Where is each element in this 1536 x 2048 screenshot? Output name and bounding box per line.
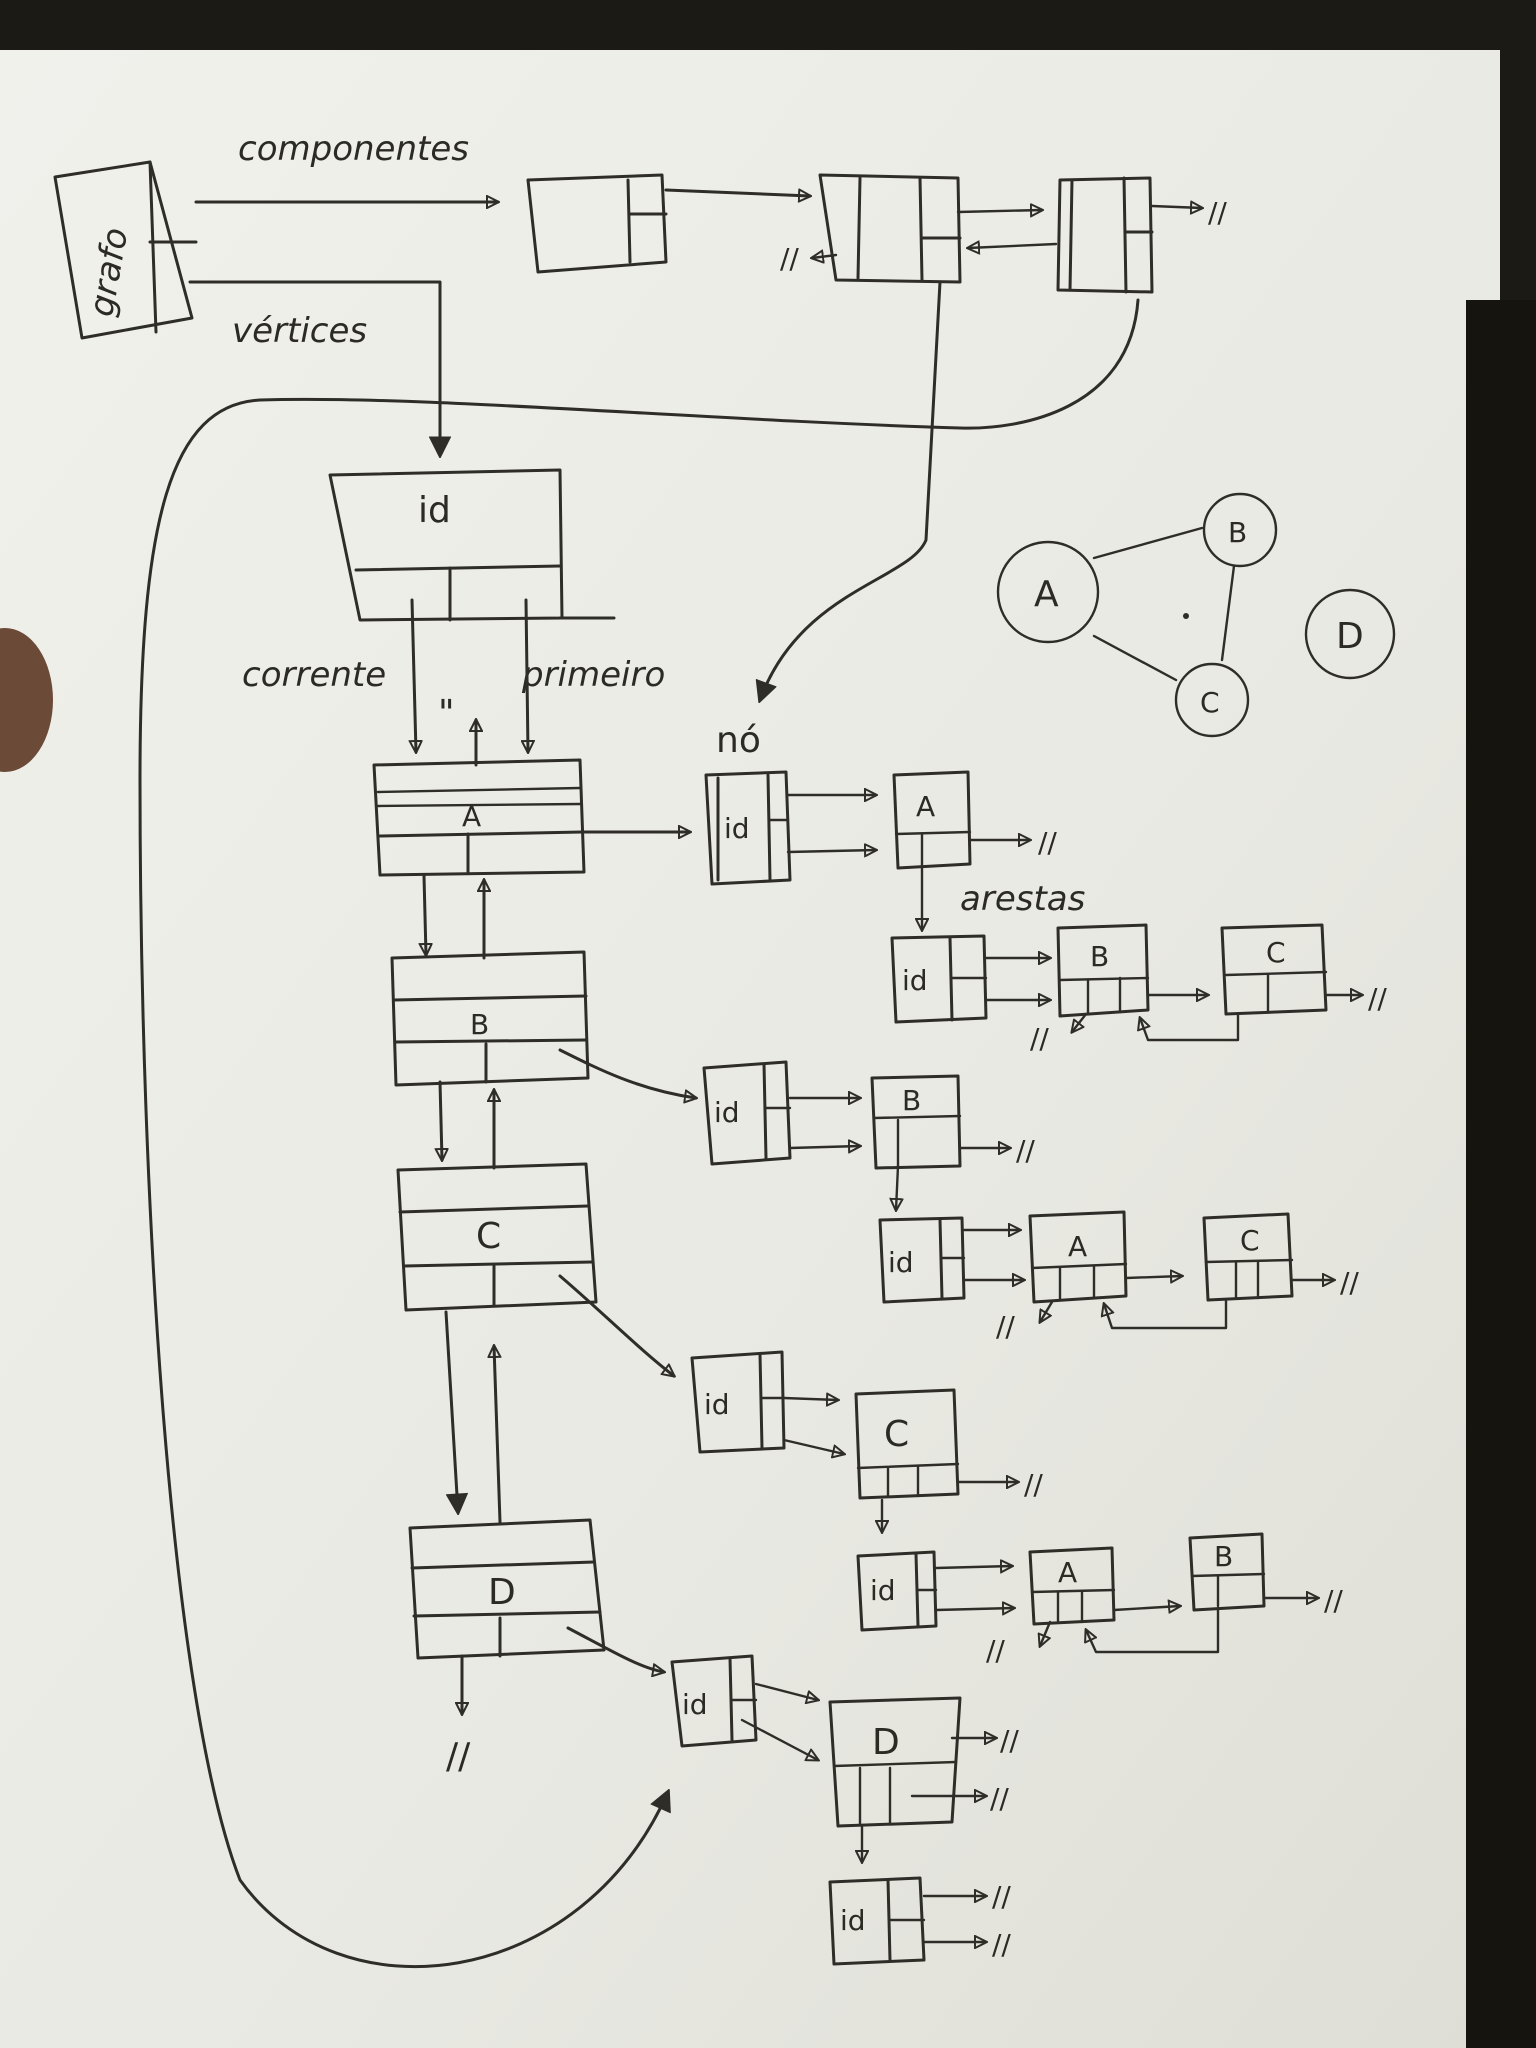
edge-b-prev-null: // [996,1310,1015,1343]
edge-head-c-id: id [870,1574,896,1607]
graph-node-c-label: C [1200,686,1220,719]
component-null-right: // [1208,196,1227,229]
edge-head-b: id [878,1216,966,1304]
component-id-label: id [418,490,451,531]
edge-head-a: id [890,934,988,1024]
example-graph: A B C D [996,492,1396,738]
edge-c-to-b: B [1188,1532,1266,1612]
graph-edge-b-c [1220,564,1236,662]
vertex-c-label: C [476,1216,501,1257]
no-b-null: // [1016,1134,1035,1167]
edge-head-d-id: id [840,1904,866,1937]
edge-c-prev-null: // [986,1634,1005,1667]
no-node-a-id: id [724,812,750,845]
edge-a-to-c-label: C [1266,936,1286,969]
edge-a-null: // [1368,982,1387,1015]
edge-head-b-id: id [888,1246,914,1279]
component-head-node [526,173,668,274]
vertex-d-label: D [488,1572,516,1613]
edge-b-null: // [1340,1266,1359,1299]
no-node-c-id: id [704,1388,730,1421]
edge-c-null: // [1324,1584,1343,1617]
vertex-node-d: D [408,1518,606,1660]
no-node-b-id: id [714,1096,740,1129]
vertex-a-null-quote: " [438,693,455,734]
vertices-arrow [188,280,440,455]
edge-d-null-top: // [992,1880,1011,1913]
no-node-a: id [704,770,792,886]
no-node-d: id [670,1654,758,1748]
no-vertex-a: A [892,770,972,870]
edge-a-to-b-label: B [1090,940,1109,973]
no-vertex-b: B [870,1074,962,1170]
graph-node-b-label: B [1228,516,1247,549]
no-vertex-c: C [854,1388,960,1500]
edge-c-to-a-label: A [1058,1556,1077,1589]
vertex-node-b: B [390,950,590,1087]
primeiro-label: primeiro [521,655,665,695]
no-vertex-d-label: D [872,1722,900,1763]
no-vertex-a-label: A [916,790,935,823]
no-vertex-c-label: C [884,1414,909,1455]
no-node-b: id [702,1060,792,1166]
no-node-d-id: id [682,1688,708,1721]
edge-d-null-bottom: // [992,1928,1011,1961]
arestas-label: arestas [960,879,1085,919]
vertex-node-c: C [396,1162,598,1312]
graph-node-d [1304,588,1396,680]
no-c-null: // [1024,1468,1043,1501]
graph-node-a [996,540,1100,644]
vertex-node-a: A [372,758,586,877]
edge-b-to-a-label: A [1068,1230,1087,1263]
component-list: // // [138,173,1227,1969]
edge-c-to-a: A [1028,1546,1116,1626]
no-a-null: // [1038,826,1057,859]
no-label: nó [716,720,761,761]
no-vertex-b-label: B [902,1084,921,1117]
edge-head-d: id [828,1876,926,1966]
component-loop-pointer [138,298,1140,1969]
graph-node-c [1174,662,1250,738]
component-node-2 [818,173,962,284]
no-d-null-top: // [1000,1724,1019,1757]
corrente-label: corrente [242,655,386,695]
edge-b-to-c: C [1202,1212,1294,1302]
componentes-label: componentes [238,129,469,169]
no-node-c: id [690,1350,786,1454]
paper-shadow-right [1466,300,1536,2048]
edge-c-to-b-label: B [1214,1540,1233,1573]
component-null-left: // [780,242,799,275]
vertex-d-null: // [446,1736,471,1777]
edge-a-prev-null: // [1030,1022,1049,1055]
graph-edge-a-c [1092,634,1178,682]
component-vertex-pointer [760,280,942,700]
graph-node-b [1202,492,1278,568]
paper-sheet [0,50,1500,2048]
graph-edge-a-b [1092,526,1204,560]
edge-head-a-id: id [902,964,928,997]
edge-head-c: id [856,1550,938,1632]
vertex-a-label: A [462,800,481,833]
component-node-3 [1056,176,1154,294]
no-vertex-d: D [828,1696,962,1828]
vertices-label: vértices [232,311,367,351]
finger [0,628,53,772]
edge-a-to-b: B [1056,923,1150,1018]
edge-b-to-c-label: C [1240,1224,1260,1257]
graph-node-d-label: D [1336,616,1364,657]
vertex-b-label: B [470,1008,489,1041]
graph-node-a-label: A [1034,574,1059,615]
graph-dot [1183,613,1189,619]
component-struct: id [328,468,616,622]
edge-a-to-c: C [1220,923,1328,1016]
no-d-null-mid: // [990,1782,1009,1815]
edge-b-to-a: A [1028,1210,1128,1304]
